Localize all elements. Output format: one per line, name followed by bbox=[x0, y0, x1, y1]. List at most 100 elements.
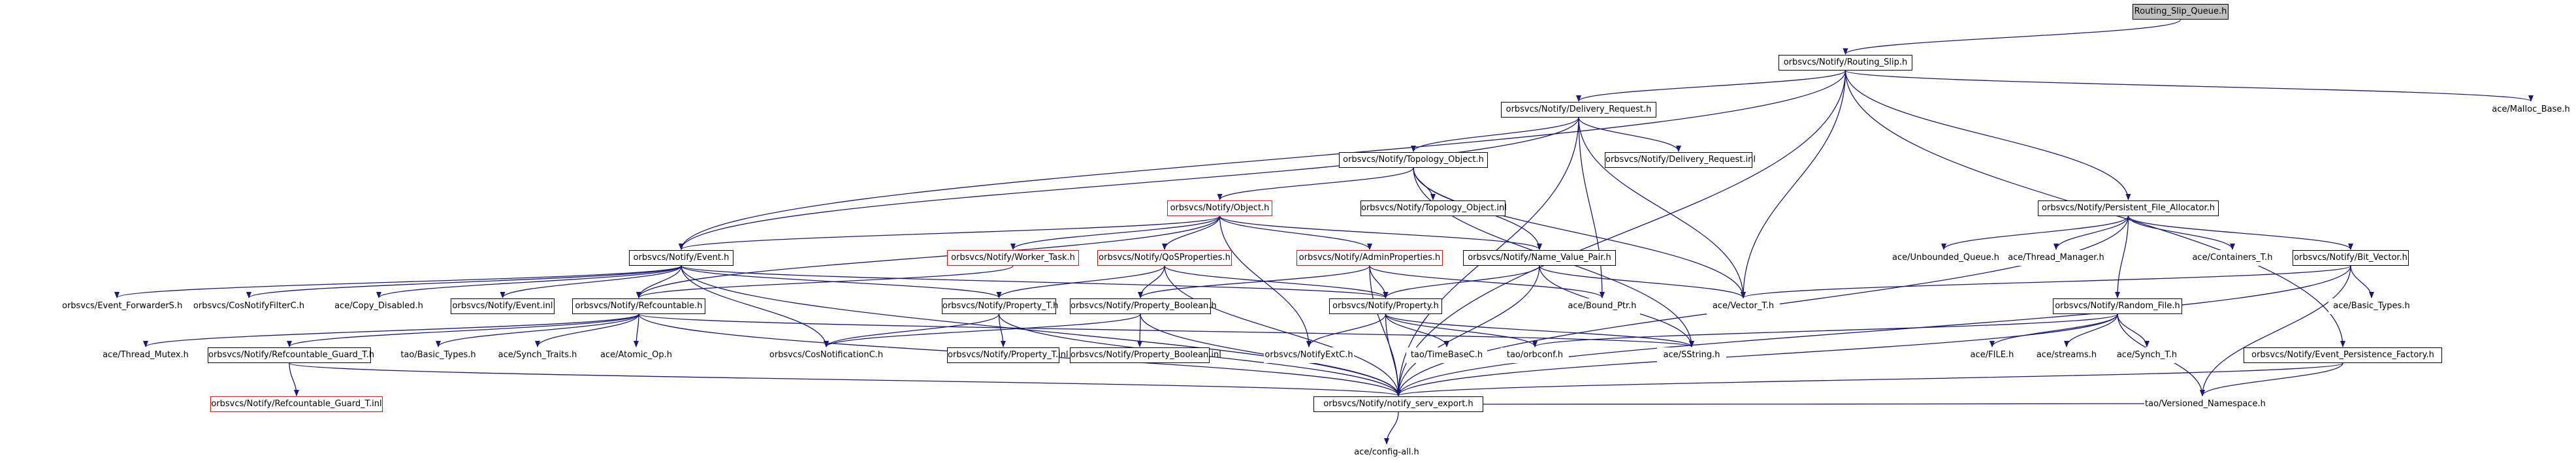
node-ace-basic-types-h[interactable]: ace/Basic_Types.h bbox=[2328, 298, 2415, 314]
include-edge bbox=[1384, 411, 1399, 445]
node-cosnotifyfilterc-h[interactable]: orbsvcs/CosNotifyFilterC.h bbox=[191, 298, 307, 314]
node-tao-basic-types-h[interactable]: tao/Basic_Types.h bbox=[394, 347, 483, 363]
node-sstring-h[interactable]: ace/SString.h bbox=[1657, 347, 1726, 363]
node-thread-mutex-h[interactable]: ace/Thread_Mutex.h bbox=[102, 347, 189, 363]
node-versioned-namespace-h[interactable]: tao/Versioned_Namespace.h bbox=[2144, 396, 2266, 412]
node-refcountable-h[interactable]: orbsvcs/Notify/Refcountable.h bbox=[572, 298, 705, 314]
node-vector-t-h[interactable]: ace/Vector_T.h bbox=[1707, 298, 1780, 314]
node-event-forwarders-h[interactable]: orbsvcs/Event_ForwarderS.h bbox=[61, 298, 182, 314]
node-persistent-file-allocator-h[interactable]: orbsvcs/Notify/Persistent_File_Allocator… bbox=[2038, 200, 2219, 216]
node-notify-serv-export-h[interactable]: orbsvcs/Notify/notify_serv_export.h bbox=[1313, 396, 1483, 412]
node-file-h[interactable]: ace/FILE.h bbox=[1964, 347, 2020, 363]
node-worker-task-h[interactable]: orbsvcs/Notify/Worker_Task.h bbox=[947, 250, 1079, 266]
include-edge bbox=[679, 216, 1221, 250]
include-edge bbox=[1989, 313, 2118, 347]
node-topology-object-inl[interactable]: orbsvcs/Notify/Topology_Object.inl bbox=[1360, 200, 1507, 216]
include-edge bbox=[1844, 70, 2534, 102]
node-containers-t-h[interactable]: ace/Containers_T.h bbox=[2188, 250, 2277, 266]
node-event-persistence-factory-h[interactable]: orbsvcs/Notify/Event_Persistence_Factory… bbox=[2244, 347, 2442, 363]
node-atomic-op-h[interactable]: ace/Atomic_Op.h bbox=[596, 347, 676, 363]
include-edge bbox=[1219, 216, 1372, 250]
include-edge bbox=[1413, 167, 1746, 298]
node-property-boolean-h[interactable]: orbsvcs/Notify/Property_Boolean.h bbox=[1070, 298, 1217, 314]
include-edge bbox=[1164, 265, 1401, 396]
include-edge bbox=[2115, 216, 2129, 298]
include-edges bbox=[114, 19, 2534, 445]
include-edge bbox=[2200, 265, 2351, 396]
node-malloc-base-h[interactable]: ace/Malloc_Base.h bbox=[2489, 102, 2573, 118]
node-random-file-h[interactable]: orbsvcs/Notify/Random_File.h bbox=[2053, 298, 2182, 314]
include-edge bbox=[287, 313, 639, 347]
include-edge bbox=[1396, 70, 1846, 396]
include-edge bbox=[436, 313, 639, 347]
node-property-t-inl[interactable]: orbsvcs/Notify/Property_T.inl bbox=[947, 347, 1069, 363]
include-edge bbox=[1217, 167, 1414, 200]
node-qosproperties-h[interactable]: orbsvcs/Notify/QoSProperties.h bbox=[1097, 250, 1232, 266]
include-edge bbox=[1385, 313, 1401, 396]
include-edge bbox=[1578, 117, 1605, 298]
include-edge bbox=[535, 313, 639, 347]
include-edge bbox=[1010, 216, 1221, 250]
node-property-boolean-inl[interactable]: orbsvcs/Notify/Property_Boolean.inl bbox=[1070, 347, 1221, 363]
node-name-value-pair-h[interactable]: orbsvcs/Notify/Name_Value_Pair.h bbox=[1463, 250, 1616, 266]
include-edge bbox=[1396, 313, 2118, 396]
include-edge bbox=[2053, 216, 2129, 250]
node-property-t-h[interactable]: orbsvcs/Notify/Property_T.h bbox=[942, 298, 1058, 314]
include-edge bbox=[1396, 265, 2351, 396]
node-cosnotificationc-h[interactable]: orbsvcs/CosNotificationC.h bbox=[764, 347, 888, 363]
include-edge bbox=[1941, 216, 2129, 250]
node-refcountable-guard-t-inl[interactable]: orbsvcs/Notify/Refcountable_Guard_T.inl bbox=[210, 396, 383, 412]
include-edge bbox=[289, 362, 1401, 396]
include-edge bbox=[1162, 216, 1221, 250]
include-edge bbox=[289, 362, 299, 396]
include-edge bbox=[1383, 265, 1540, 298]
include-edge bbox=[1844, 70, 2131, 200]
node-notifyextc-h[interactable]: orbsvcs/NotifyExtC.h bbox=[1264, 347, 1354, 363]
node-routing-slip-queue-h: Routing_Slip_Queue.h bbox=[2133, 4, 2229, 20]
node-object-h[interactable]: orbsvcs/Notify/Object.h bbox=[1167, 200, 1272, 216]
include-edge bbox=[824, 313, 1000, 347]
node-config-all-h[interactable]: ace/config-all.h bbox=[1353, 445, 1421, 460]
include-edge bbox=[1576, 70, 1846, 102]
include-edge bbox=[681, 265, 829, 347]
node-delivery-request-inl[interactable]: orbsvcs/Notify/Delivery_Request.inl bbox=[1605, 152, 1756, 168]
include-edge bbox=[1539, 265, 1746, 298]
node-property-h[interactable]: orbsvcs/Notify/Property.h bbox=[1329, 298, 1442, 314]
node-event-h[interactable]: orbsvcs/Notify/Event.h bbox=[629, 250, 733, 266]
include-edge bbox=[1578, 117, 1681, 152]
include-edge bbox=[1385, 313, 1538, 347]
include-edge bbox=[1219, 216, 1542, 250]
node-bit-vector-h[interactable]: orbsvcs/Notify/Bit_Vector.h bbox=[2293, 250, 2409, 266]
node-topology-object-h[interactable]: orbsvcs/Notify/Topology_Object.h bbox=[1339, 152, 1488, 168]
include-edge bbox=[1741, 265, 2351, 298]
include-edge bbox=[2200, 362, 2343, 396]
node-streams-h[interactable]: ace/streams.h bbox=[2033, 347, 2100, 363]
node-timebasec-h[interactable]: tao/TimeBaseC.h bbox=[1406, 347, 1487, 363]
include-edge bbox=[636, 216, 1221, 298]
node-event-inl[interactable]: orbsvcs/Notify/Event.inl bbox=[451, 298, 555, 314]
node-delivery-request-h[interactable]: orbsvcs/Notify/Delivery_Request.h bbox=[1501, 102, 1656, 118]
node-unbounded-queue-h[interactable]: ace/Unbounded_Queue.h bbox=[1892, 250, 1999, 266]
node-routing-slip-h[interactable]: orbsvcs/Notify/Routing_Slip.h bbox=[1779, 55, 1912, 71]
include-edge bbox=[143, 313, 639, 347]
include-edge bbox=[1369, 265, 1401, 396]
node-refcountable-guard-t-h[interactable]: orbsvcs/Notify/Refcountable_Guard_T.h bbox=[208, 347, 374, 363]
include-edge bbox=[246, 265, 682, 298]
node-synch-traits-h[interactable]: ace/Synch_Traits.h bbox=[495, 347, 580, 363]
node-copy-disabled-h[interactable]: ace/Copy_Disabled.h bbox=[327, 298, 431, 314]
include-edge bbox=[1385, 313, 1694, 347]
include-edge bbox=[2117, 313, 2149, 347]
include-edge bbox=[376, 265, 682, 298]
node-orbconf-h[interactable]: tao/orbconf.h bbox=[1501, 347, 1569, 363]
include-edge bbox=[2127, 216, 2235, 250]
include-edge bbox=[679, 70, 1846, 250]
include-edge bbox=[1843, 19, 2182, 55]
node-adminproperties-h[interactable]: orbsvcs/Notify/AdminProperties.h bbox=[1296, 250, 1443, 266]
include-edge bbox=[1411, 117, 1579, 152]
include-edge bbox=[634, 313, 639, 347]
include-edge bbox=[1369, 265, 1605, 298]
node-thread-manager-h[interactable]: ace/Thread_Manager.h bbox=[2005, 250, 2107, 266]
node-synch-t-h[interactable]: ace/Synch_T.h bbox=[2113, 347, 2181, 363]
node-bound-ptr-h[interactable]: ace/Bound_Ptr.h bbox=[1564, 298, 1640, 314]
